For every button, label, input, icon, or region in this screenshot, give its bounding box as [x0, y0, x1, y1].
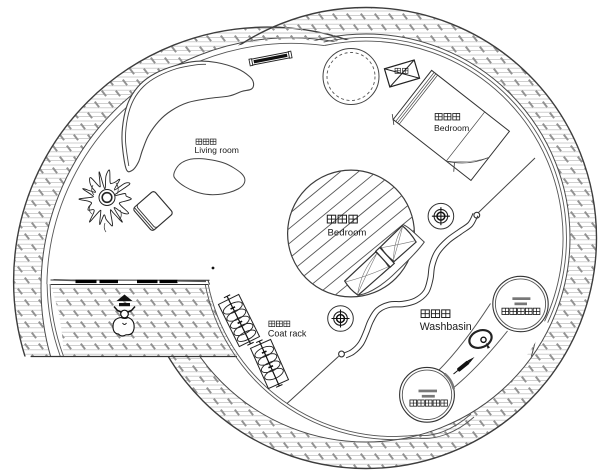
svg-text:Living room: Living room [195, 145, 239, 155]
svg-text:Washbasin: Washbasin [420, 321, 472, 333]
svg-text:Coat rack: Coat rack [268, 328, 307, 338]
svg-text:Bedroom: Bedroom [434, 123, 469, 133]
svg-text:Bedroom: Bedroom [328, 228, 367, 239]
